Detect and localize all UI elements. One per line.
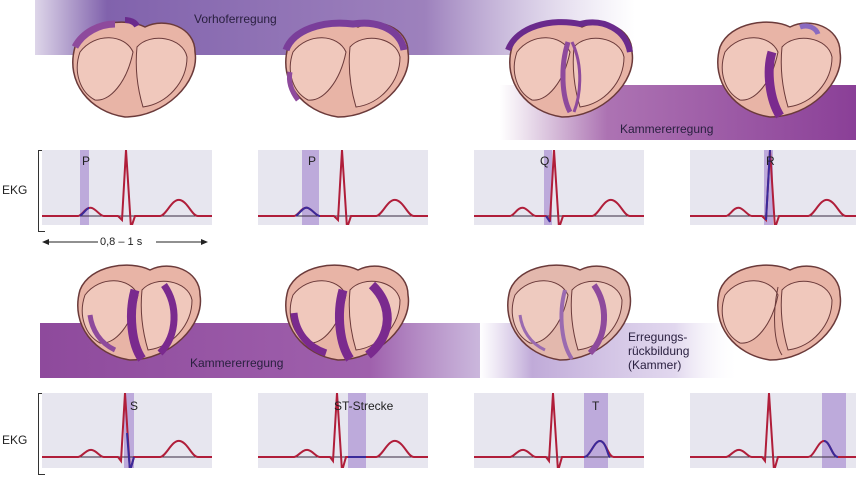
ekg-trace (474, 150, 644, 225)
heart-illustration (717, 264, 842, 361)
ekg-trace (42, 393, 212, 468)
highlight (124, 393, 134, 468)
ekg-trace (42, 150, 212, 225)
ekg-panel: Q (474, 150, 644, 225)
ekg-trace (474, 393, 644, 468)
wave-label: P (308, 154, 317, 168)
ekg-panel (690, 393, 856, 468)
heart-illustration (507, 264, 632, 361)
band-label-ventricular-top: Kammererregung (620, 122, 714, 136)
wave-label: ST-Strecke (334, 399, 394, 413)
heart-illustration (77, 264, 202, 362)
heart-illustration (505, 19, 634, 118)
ekg-bracket (38, 393, 45, 475)
wave-label: Q (540, 154, 550, 168)
heart-illustration (282, 19, 410, 118)
ekg-panel: S (42, 393, 212, 468)
band-label-recovery: Erregungs- rückbildung (Kammer) (628, 330, 690, 372)
wave-label: S (130, 399, 139, 413)
ekg-panel: P (42, 150, 212, 225)
heart-illustration (717, 21, 842, 119)
ekg-label: EKG (2, 183, 28, 197)
ekg-bracket (38, 150, 45, 232)
ekg-label: EKG (2, 433, 28, 447)
ekg-trace (690, 150, 856, 225)
ekg-panel: P (258, 150, 428, 225)
ekg-trace (258, 150, 428, 225)
highlight (80, 150, 89, 225)
ekg-panel: T (474, 393, 644, 468)
band-label-ventricular-bottom: Kammererregung (190, 356, 284, 370)
ekg-panel: R (690, 150, 856, 225)
heart-illustration (285, 264, 410, 362)
highlight (302, 150, 319, 225)
band-label-atrial: Vorhoferregung (194, 12, 277, 26)
ekg-trace (258, 393, 428, 468)
wave-label: T (592, 399, 600, 413)
duration-label: 0,8 – 1 s (100, 236, 143, 248)
duration-arrow (42, 239, 208, 245)
heart-illustration (71, 17, 197, 118)
wave-label: R (766, 154, 775, 168)
ekg-trace (690, 393, 856, 468)
highlight (348, 393, 366, 468)
highlight (544, 150, 552, 225)
ekg-panel: ST-Strecke (258, 393, 428, 468)
wave-label: P (82, 154, 91, 168)
